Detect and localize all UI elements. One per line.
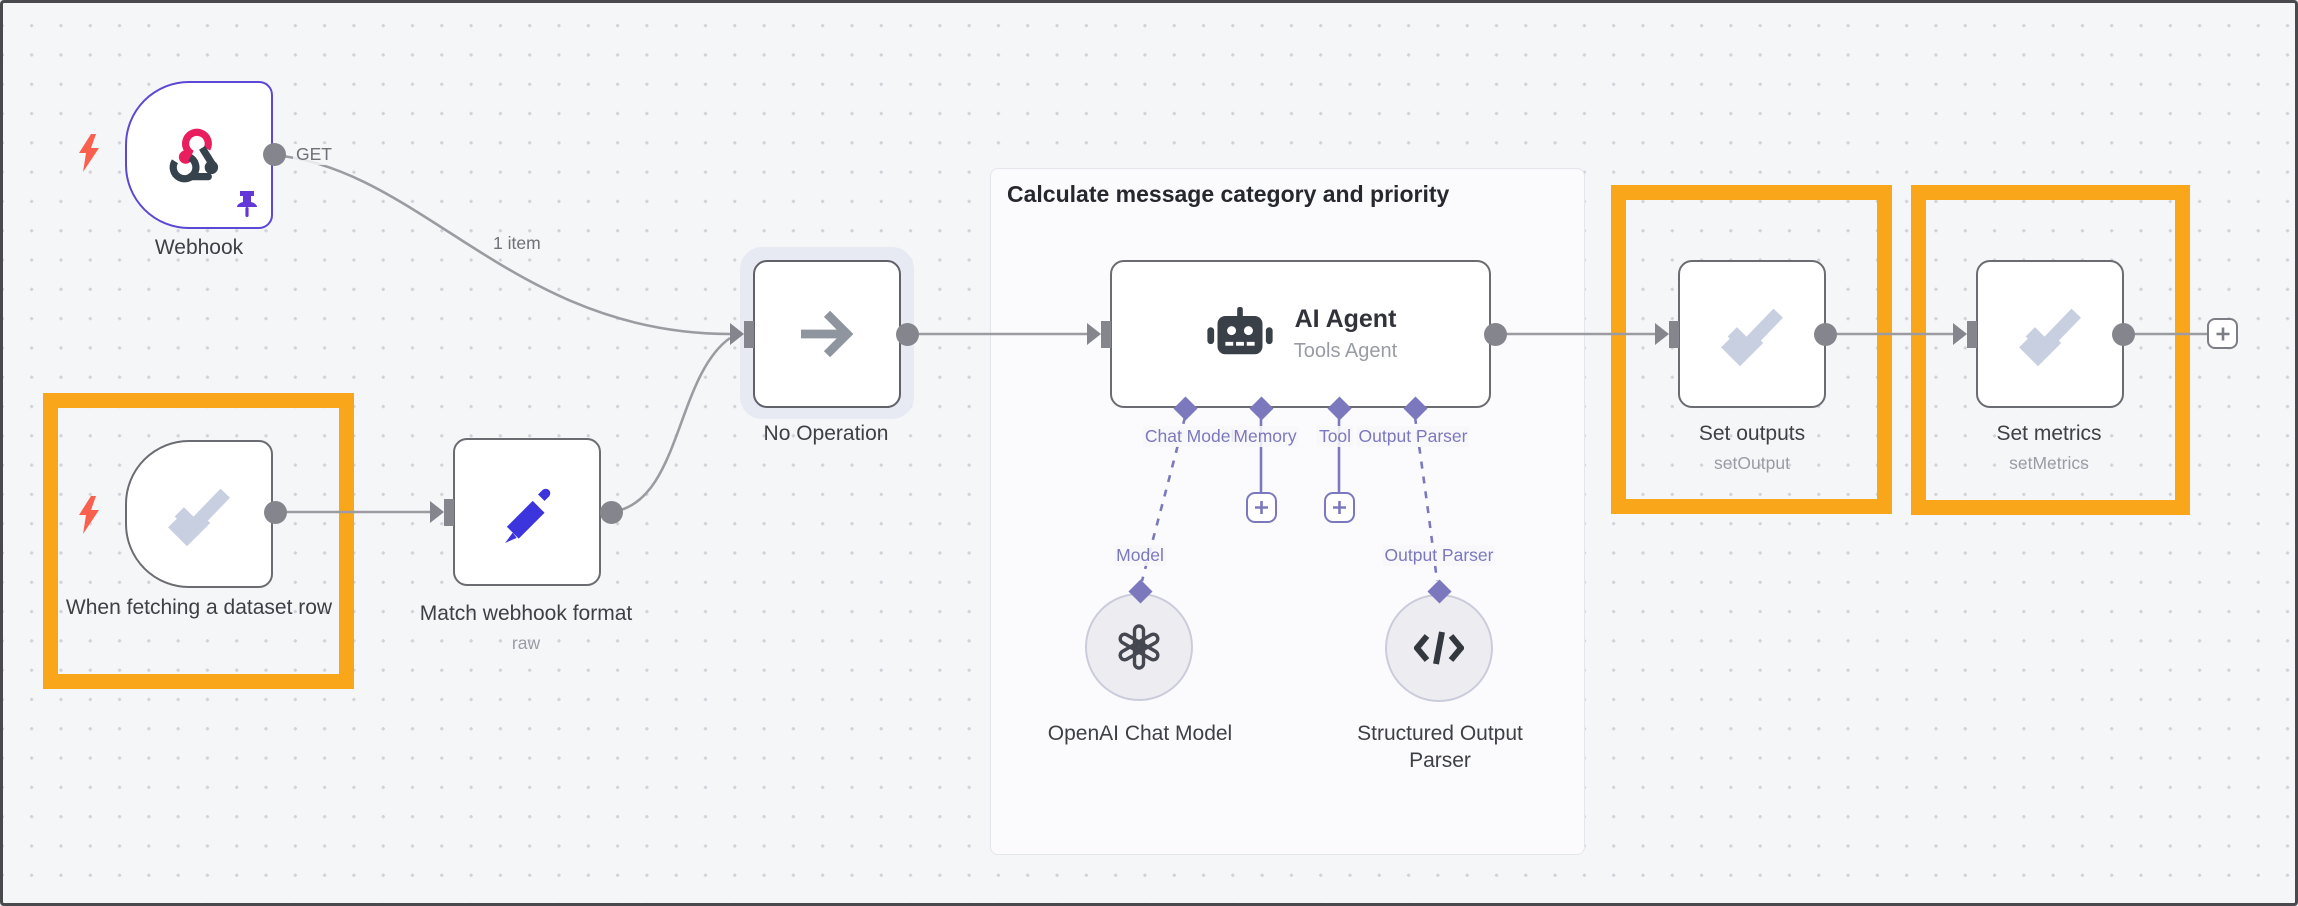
node-subtitle-set-metrics: setMetrics — [2009, 453, 2089, 473]
node-no-operation[interactable] — [753, 260, 901, 408]
setmetrics-output-port[interactable] — [2112, 323, 2135, 346]
noop-input-port[interactable] — [730, 320, 754, 348]
double-check-icon — [168, 488, 230, 547]
noop-output-port[interactable] — [896, 323, 919, 346]
pinned-data-icon — [237, 191, 257, 217]
pencil-icon — [505, 488, 551, 543]
agent-input-port[interactable] — [1087, 320, 1111, 348]
node-webhook[interactable] — [125, 81, 273, 229]
agent-output-port[interactable] — [1484, 323, 1507, 346]
webhook-method-label: GET — [293, 144, 335, 165]
add-node-button[interactable] — [2207, 318, 2238, 349]
add-tool-button[interactable] — [1324, 492, 1355, 523]
double-check-icon — [2019, 308, 2081, 367]
node-match-format[interactable] — [453, 438, 601, 586]
webhook-output-port[interactable] — [263, 143, 286, 166]
node-label-ai-agent: AI Agent — [1294, 305, 1397, 333]
edge-items-label: 1 item — [490, 233, 544, 254]
node-structured-output-parser[interactable] — [1385, 594, 1493, 702]
node-dataset-trigger[interactable] — [125, 440, 273, 588]
node-label-match-format: Match webhook format — [419, 602, 633, 625]
model-port-label: Model — [1114, 545, 1166, 566]
trigger-bolt-icon — [79, 134, 99, 172]
plus-icon — [1255, 501, 1268, 514]
node-ai-agent[interactable]: AI Agent Tools Agent — [1110, 260, 1491, 408]
dataset-output-port[interactable] — [264, 501, 287, 524]
openai-icon — [1118, 624, 1160, 670]
node-label-dataset-trigger: When fetching a dataset row — [65, 596, 333, 619]
highlight-box-set-metrics — [1911, 185, 2190, 515]
setoutputs-input-port[interactable] — [1655, 320, 1679, 348]
code-icon — [1414, 631, 1464, 665]
node-openai-chat-model[interactable] — [1085, 593, 1193, 701]
robot-icon — [1207, 307, 1273, 355]
arrow-right-icon — [801, 310, 854, 358]
node-subtitle-set-outputs: setOutput — [1714, 453, 1790, 473]
node-set-metrics[interactable] — [1976, 260, 2124, 408]
trigger-bolt-icon — [79, 496, 99, 534]
agent-port-label-chat-model: Chat Model* — [1142, 426, 1244, 447]
add-memory-button[interactable] — [1246, 492, 1277, 523]
node-label-no-operation: No Operation — [763, 422, 889, 445]
highlight-box-dataset-trigger — [43, 393, 354, 689]
connection-match-noop[interactable] — [610, 336, 731, 514]
node-subtitle-match-format: raw — [511, 633, 541, 653]
agent-port-label-output-parser: Output Parser — [1356, 426, 1470, 447]
node-label-webhook: Webhook — [154, 236, 244, 259]
output-parser-port-label: Output Parser — [1382, 545, 1496, 566]
match-input-port[interactable] — [430, 498, 454, 526]
match-output-port[interactable] — [600, 501, 623, 524]
node-subtitle-ai-agent: Tools Agent — [1293, 340, 1398, 362]
highlight-box-set-outputs — [1611, 185, 1892, 514]
setmetrics-input-port[interactable] — [1953, 320, 1977, 348]
agent-port-label-tool: Tool — [1316, 426, 1354, 447]
setoutputs-output-port[interactable] — [1814, 323, 1837, 346]
node-label-set-metrics: Set metrics — [1996, 422, 2102, 445]
node-label-structured-output-parser: Structured Output Parser — [1357, 722, 1523, 772]
agent-port-label-memory: Memory — [1231, 426, 1299, 447]
node-label-set-outputs: Set outputs — [1698, 422, 1806, 445]
webhook-icon — [169, 128, 219, 183]
plus-icon — [1333, 501, 1346, 514]
node-set-outputs[interactable] — [1678, 260, 1826, 408]
node-label-openai-chat-model: OpenAI Chat Model — [1047, 722, 1233, 745]
plus-icon — [2216, 327, 2229, 340]
group-title: Calculate message category and priority — [1007, 181, 1450, 207]
double-check-icon — [1721, 308, 1783, 367]
